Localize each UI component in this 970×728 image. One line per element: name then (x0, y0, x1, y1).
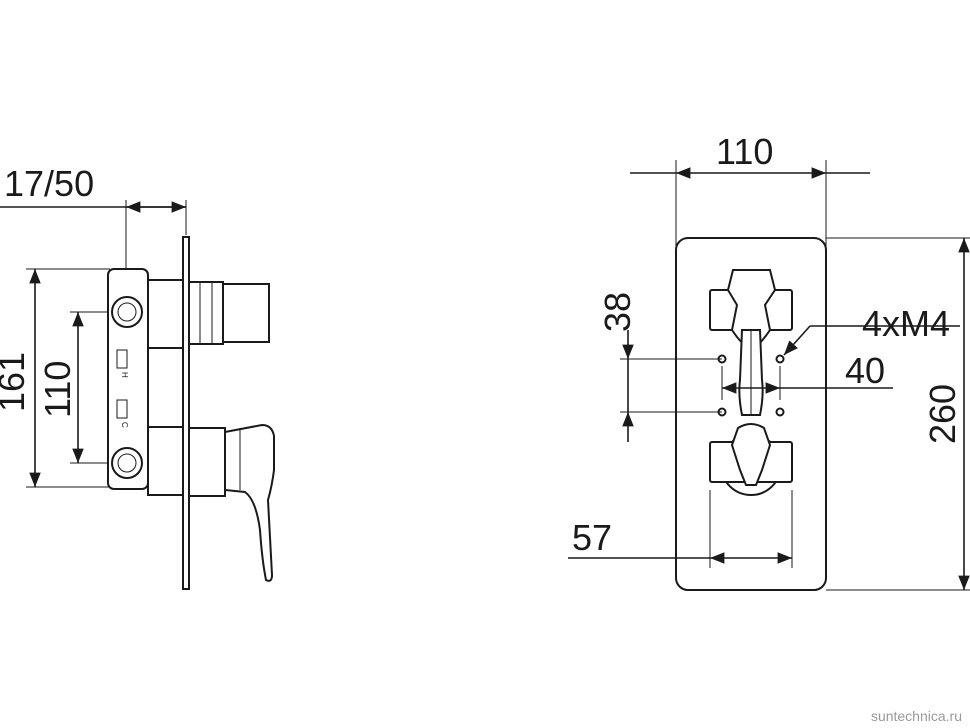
lever-base (188, 427, 226, 497)
screw-hole-tr (775, 354, 785, 364)
dim-hole-vertical-label: 38 (597, 292, 638, 332)
lower-handle-hub (730, 423, 772, 486)
label-c: C (120, 422, 129, 428)
dim-center-offset-label: 57 (572, 517, 612, 558)
bottom-port (111, 447, 143, 479)
label-h: H (120, 372, 129, 378)
dim-hole-horizontal-label: 40 (845, 350, 885, 391)
lever-handle (224, 423, 275, 582)
dim-outlet-spacing-label: 110 (37, 361, 78, 418)
side-view: 17/50 161 110 H C (0, 163, 275, 590)
top-port (111, 296, 143, 328)
upper-knob-base (188, 281, 224, 345)
watermark: suntechnica.ru (870, 708, 962, 724)
wall-plate (182, 236, 190, 590)
upper-knob (222, 283, 270, 343)
front-view: 110 260 38 40 (568, 131, 970, 591)
dim-height-total-label: 161 (0, 352, 32, 412)
dim-depth-label: 17/50 (4, 163, 94, 204)
screw-hole-br (775, 407, 785, 417)
lower-housing (147, 426, 187, 496)
dim-screws-leader (783, 325, 811, 356)
dim-screws-label: 4xM4 (862, 303, 950, 344)
dim-width-label: 110 (716, 131, 773, 172)
upper-housing (147, 279, 187, 349)
dim-height-label: 260 (922, 384, 963, 444)
